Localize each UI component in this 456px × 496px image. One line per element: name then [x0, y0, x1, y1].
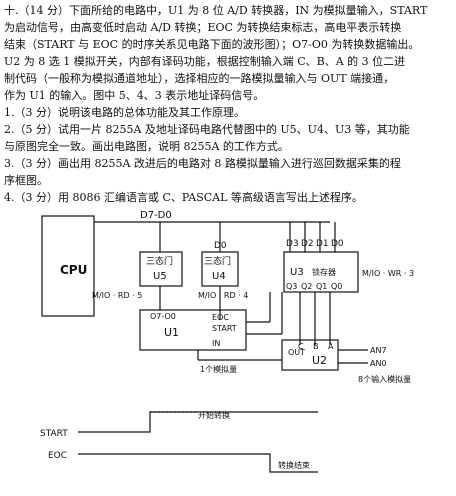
u4-name: U4 [212, 271, 226, 282]
u2-out: OUT [288, 348, 305, 357]
u5-title: 三态门 [146, 255, 173, 267]
question-line: 3.（3 分）画出用 8255A 改进后的电路对 8 路模拟量输入进行巡回数据采… [4, 157, 401, 170]
u1-name: U1 [164, 326, 179, 339]
u5-control: M/IO · RD · 5 [92, 291, 142, 300]
u1-start: START [212, 324, 237, 333]
u2-name: U2 [312, 354, 327, 367]
problem-line: 为启动信号，由高变低时启动 A/D 转换；EOC 为转换结束标志，高电平表示转换 [4, 21, 402, 34]
cpu-block [41, 215, 95, 317]
bus-label: D7-D0 [140, 210, 172, 221]
u1-in: IN [212, 339, 220, 348]
question-line: 2.（5 分）试用一片 8255A 及地址译码电路代替图中的 U5、U4、U3 … [4, 123, 410, 136]
u3-d0: D0 [331, 239, 344, 249]
u3-q1: Q1 [316, 282, 327, 291]
u2-c: C [298, 342, 304, 351]
eoc-waveform-label: EOC [48, 451, 67, 461]
problem-text: 十.（14 分）下面所给的电路中，U1 为 8 位 A/D 转换器，IN 为模拟… [4, 2, 452, 206]
u1-eoc: EOC [212, 313, 229, 322]
u3-name: U3 [290, 267, 304, 278]
problem-line: 制代码（一般称为模拟通道地址），选择相应的一路模拟量输入与 OUT 端接通， [4, 72, 395, 85]
u3-d1: D1 [316, 239, 329, 249]
u2-block [281, 339, 339, 371]
eight-analog-inputs: 8个输入模拟量 [358, 374, 411, 384]
u3-d2: D2 [301, 239, 314, 249]
problem-line: U2 为 8 选 1 模拟开关，内部有译码功能，根据控制输入端 C、B、A 的 … [4, 55, 406, 68]
question-line: 1.（3 分）说明该电路的总体功能及其工作原理。 [4, 106, 245, 119]
u1-block [139, 309, 247, 351]
u2-b: B [313, 342, 319, 351]
question-line: 4.（3 分）用 8086 汇编语言或 C、PASCAL 等高级语言写出上述程序… [4, 191, 363, 204]
an7-label: AN7 [370, 346, 387, 355]
u3-sub: 锁存器 [312, 267, 336, 277]
u5-name: U5 [153, 271, 167, 282]
problem-line: 十.（14 分）下面所给的电路中，U1 为 8 位 A/D 转换器，IN 为模拟… [4, 4, 428, 17]
an0-label: AN0 [370, 359, 387, 368]
cpu-label: CPU [60, 263, 87, 277]
start-waveform-label: START [40, 429, 68, 439]
question-line: 序框图。 [4, 174, 48, 187]
u4-title: 三态门 [204, 255, 231, 267]
u3-control: M/IO · WR · 3 [362, 269, 414, 278]
u3-q3: Q3 [286, 282, 297, 291]
u3-d3: D3 [286, 239, 299, 249]
problem-line: 结束（START 与 EOC 的时序关系见电路下面的波形图）；O7-O0 为转换… [4, 38, 420, 51]
u4-data-label: D0 [214, 241, 227, 251]
begin-conversion-label: 开始转换 [198, 410, 230, 420]
u3-q0: Q0 [331, 282, 342, 291]
u2-a: A [328, 342, 334, 351]
eoc-waveform [78, 453, 318, 473]
u5-block [139, 251, 183, 287]
u4-control: M/IO · RD · 4 [198, 291, 248, 300]
one-analog-input: 1个模拟量 [200, 364, 237, 374]
u1-out: O7-O0 [150, 312, 176, 321]
end-conversion-label: 转换结束 [278, 460, 310, 470]
u3-q2: Q2 [301, 282, 312, 291]
question-line: 与原图完全一致。画出电路图，说明 8255A 的工作方式。 [4, 140, 289, 153]
start-waveform [78, 411, 318, 433]
u3-block [283, 251, 359, 293]
problem-line: 作为 U1 的输入。图中 5、4、3 表示地址译码信号。 [4, 89, 265, 102]
